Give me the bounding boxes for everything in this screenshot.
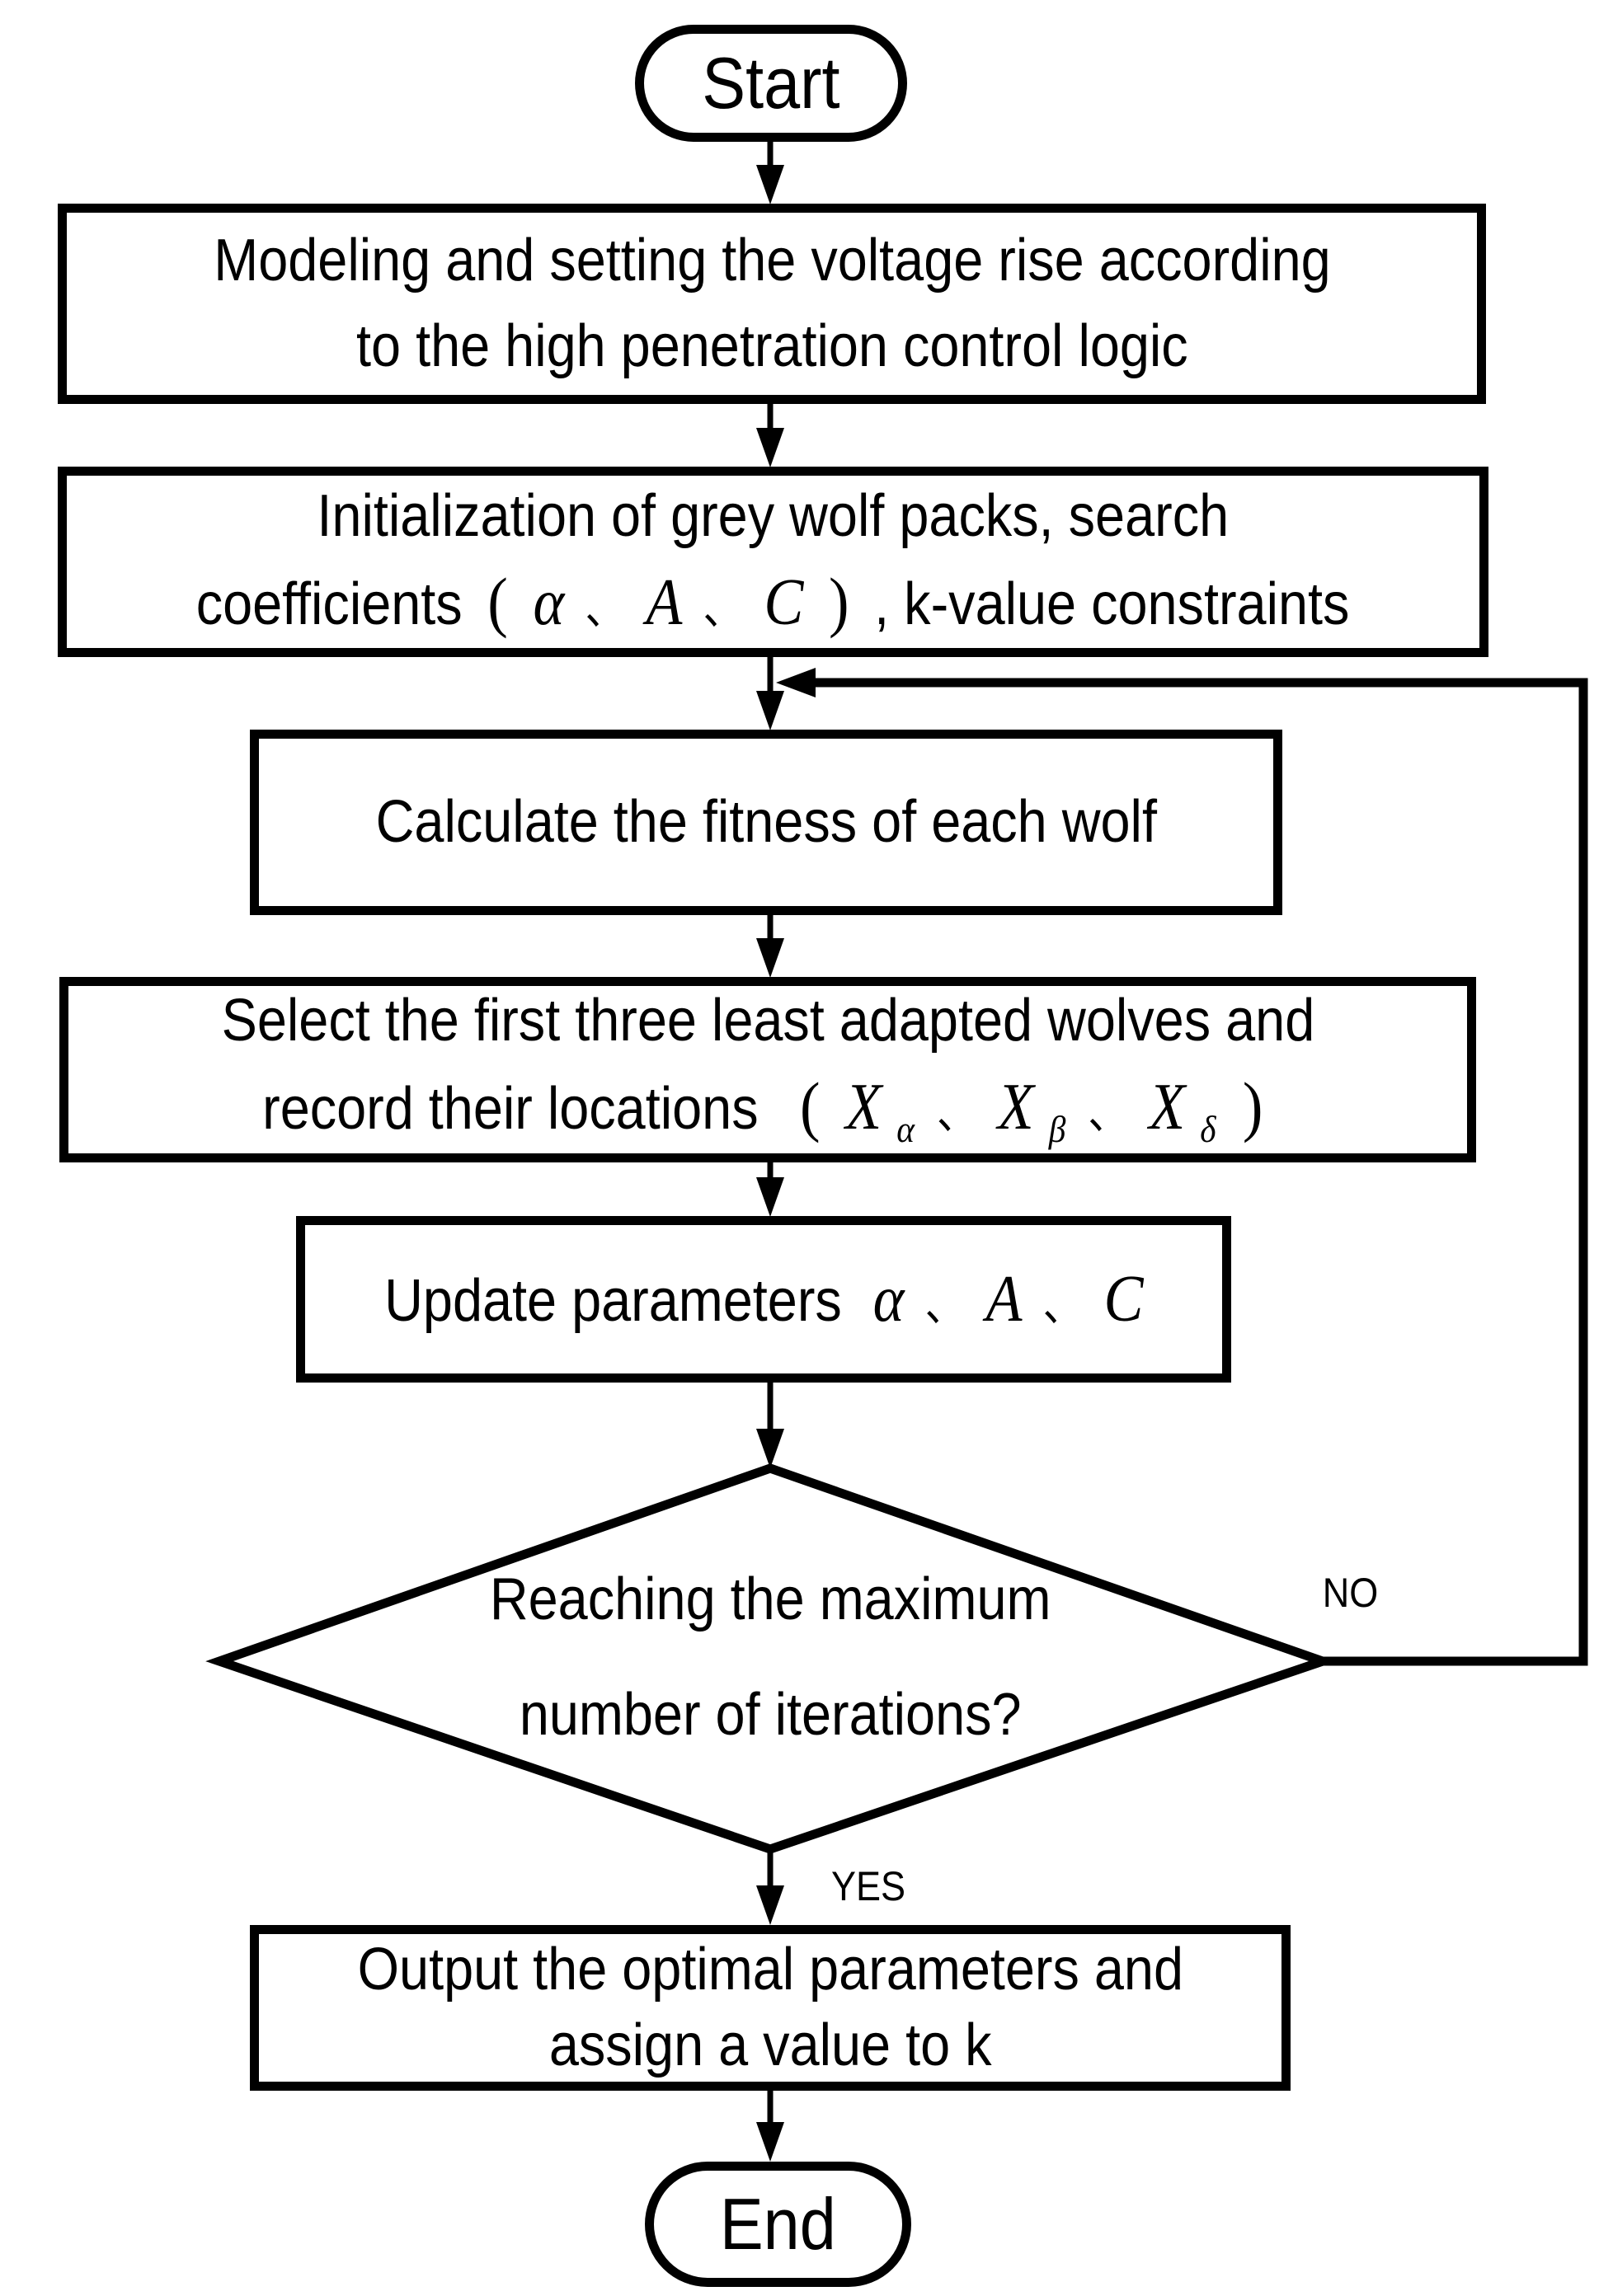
text-line: Output the optimal parameters and [357, 1936, 1183, 2003]
yes-text: YES [830, 1863, 906, 1909]
end-label: End [720, 2183, 836, 2265]
process-calculate-fitness: Calculate the fitness of each wolf [250, 730, 1282, 915]
arrowhead-down [756, 691, 784, 730]
arrowhead-left [776, 668, 816, 697]
arrowhead-down [756, 1177, 784, 1217]
text-line: Select the first three least adapted wol… [221, 988, 1314, 1054]
text-line-math: coefficients ( α 、 A 、 C ) , k-value con… [196, 564, 1350, 640]
start-node: Start [635, 25, 907, 142]
ideographic-comma: 、 [936, 1087, 977, 1140]
flow-arrow-decision-output [756, 1849, 784, 1925]
edge-label-no: NO [1280, 1568, 1420, 1618]
ideographic-comma: 、 [703, 583, 744, 636]
symbol-C: C [1103, 1262, 1144, 1336]
close-paren: ) [829, 564, 850, 640]
text-segment: record their locations [262, 1076, 759, 1143]
symbol-alpha: α [872, 1262, 905, 1336]
symbol-alpha: α [533, 566, 565, 640]
decision-max-iterations: number of iterations? [358, 1683, 1183, 1748]
ideographic-comma: 、 [585, 583, 626, 636]
symbol-X: X [997, 1071, 1034, 1144]
loop-no-edge [776, 668, 1588, 1666]
flow-arrow-initialization-fitness [756, 657, 784, 730]
decision-diamond-shape [205, 1463, 1337, 1854]
arrowhead-down [756, 1885, 784, 1925]
text-segment: coefficients [196, 571, 463, 638]
open-paren: ( [799, 1068, 821, 1144]
ideographic-comma: 、 [924, 1279, 965, 1331]
arrowhead-down [756, 1429, 784, 1468]
text-line: number of iterations? [519, 1682, 1022, 1748]
subscript-delta: δ [1200, 1108, 1216, 1151]
text-line: Reaching the maximum [489, 1566, 1051, 1632]
no-text: NO [1322, 1570, 1378, 1616]
symbol-A: A [985, 1262, 1023, 1336]
text-line: Initialization of grey wolf packs, searc… [317, 483, 1230, 550]
text-line-math: Update parameters α 、 A 、 C [384, 1264, 1143, 1335]
ideographic-comma: 、 [1042, 1279, 1083, 1331]
process-select-wolves: Select the first three least adapted wol… [59, 977, 1476, 1162]
symbol-X: X [1149, 1071, 1186, 1144]
start-label: Start [702, 42, 840, 124]
flow-arrow-select-update [756, 1162, 784, 1217]
symbol-A: A [646, 566, 683, 640]
subscript-alpha: α [896, 1108, 915, 1151]
decision-max-iterations: Reaching the maximum [358, 1566, 1183, 1632]
process-update-parameters: Update parameters α 、 A 、 C [296, 1216, 1231, 1383]
arrowhead-down [756, 2122, 784, 2162]
open-paren: ( [487, 564, 509, 640]
text-segment: , k-value constraints [874, 571, 1350, 638]
text-line-math: record their locations ( X α 、 X β 、 X δ… [262, 1068, 1273, 1151]
text-line: assign a value to k [548, 2012, 992, 2078]
subscript-beta: β [1048, 1108, 1066, 1151]
process-modeling: Modeling and setting the voltage rise ac… [58, 204, 1486, 404]
arrowhead-down [756, 428, 784, 467]
text-line: Modeling and setting the voltage rise ac… [213, 227, 1331, 293]
flow-arrow-fitness-select [756, 915, 784, 978]
process-output-parameters: Output the optimal parameters and assign… [250, 1925, 1291, 2091]
ideographic-comma: 、 [1088, 1087, 1128, 1140]
flow-arrow-modeling-initialization [756, 404, 784, 467]
flow-arrow-output-end [756, 2091, 784, 2162]
close-paren: ) [1242, 1068, 1263, 1144]
text-line: to the high penetration control logic [355, 312, 1188, 379]
text-segment: Update parameters [383, 1267, 842, 1334]
symbol-X: X [845, 1071, 882, 1144]
flow-arrow-update-decision [756, 1383, 784, 1468]
flow-arrow-start-modeling [756, 140, 784, 204]
process-initialization: Initialization of grey wolf packs, searc… [58, 467, 1488, 657]
end-node: End [645, 2162, 911, 2287]
arrowhead-down [756, 938, 784, 978]
symbol-C: C [764, 566, 804, 640]
text-line: Calculate the fitness of each wolf [375, 788, 1157, 855]
edge-label-yes: YES [798, 1862, 938, 1911]
arrowhead-down [756, 165, 784, 204]
